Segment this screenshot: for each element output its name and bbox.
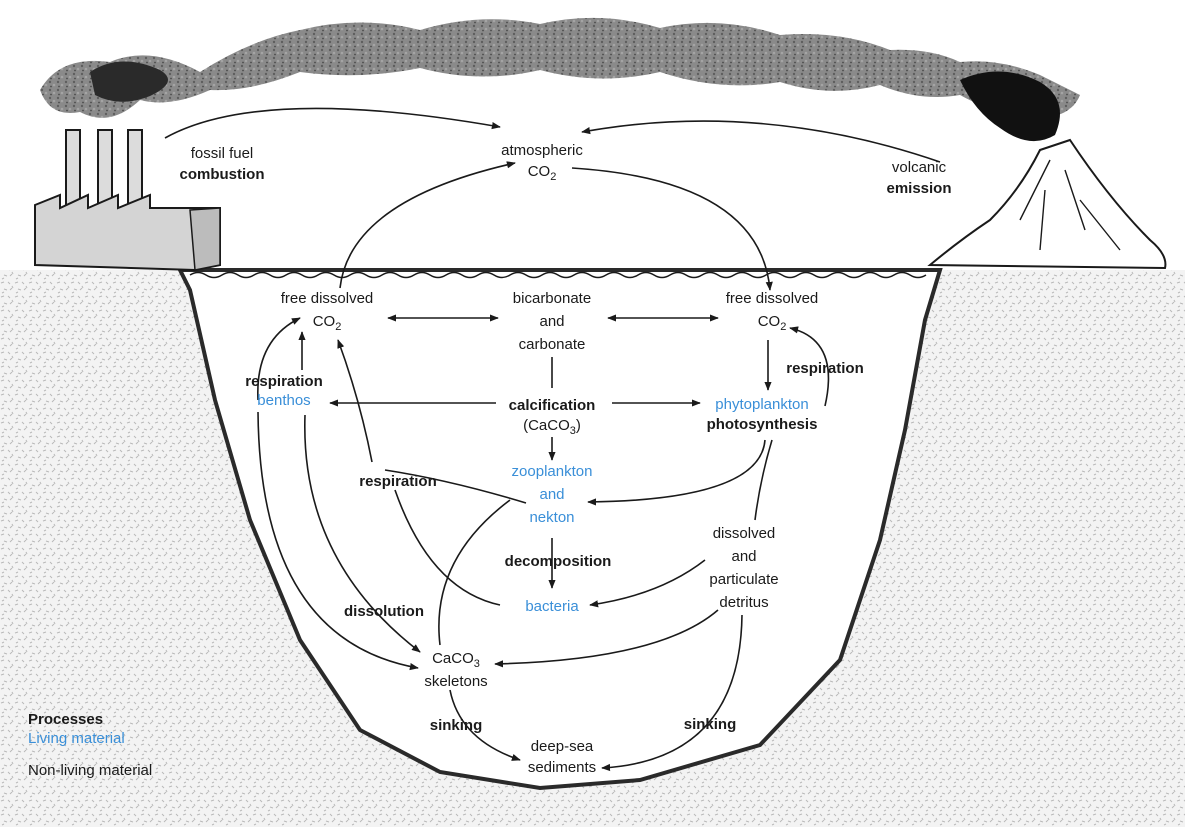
ocean-basin xyxy=(176,268,943,791)
label-detritus: detritus xyxy=(719,594,768,611)
label-fossil-fuel: fossil fuel xyxy=(191,145,254,162)
arrow-ocean-to-atmosphere xyxy=(339,161,516,289)
label-dissolved: dissolved xyxy=(713,525,776,542)
arrow-caco3-to-zoo xyxy=(438,499,511,646)
label-respiration-mid: respiration xyxy=(359,473,437,490)
legend-non-living-material: Non-living material xyxy=(28,762,152,779)
label-respiration-right: respiration xyxy=(786,360,864,377)
arrow-caco3-to-sediments xyxy=(449,689,521,761)
arrow-detritus-to-bacteria xyxy=(589,559,706,608)
label-sediments: sediments xyxy=(528,759,596,776)
arrow-zoo-respiration xyxy=(384,469,527,504)
arrow-atmosphere-to-ocean xyxy=(571,167,773,291)
label-emission: emission xyxy=(886,180,951,197)
arrow-bacteria-respiration xyxy=(394,489,501,606)
arrow-respiration-to-co2 xyxy=(337,339,373,463)
label-sinking-left: sinking xyxy=(430,717,483,734)
label-calc-formula: (CaCO3) xyxy=(523,417,581,437)
label-co2-left: CO2 xyxy=(313,313,342,333)
water-surface xyxy=(189,271,927,279)
label-detritus-and: and xyxy=(731,548,756,565)
arrow-phyto-to-detritus xyxy=(754,439,773,521)
factory-illustration xyxy=(34,129,221,272)
label-particulate: particulate xyxy=(709,571,778,588)
label-deep-sea: deep-sea xyxy=(531,738,594,755)
label-combustion: combustion xyxy=(180,166,265,183)
smoke-cloud xyxy=(40,17,1080,142)
label-zoo-and: and xyxy=(539,486,564,503)
legend-processes: Processes xyxy=(28,711,103,728)
label-photosynthesis: photosynthesis xyxy=(707,416,818,433)
label-volcanic: volcanic xyxy=(892,159,947,176)
label-nekton: nekton xyxy=(529,509,574,526)
label-sinking-right: sinking xyxy=(684,716,737,733)
arrow-benthos-to-caco3 xyxy=(304,414,421,653)
legend: Processes Living material Non-living mat… xyxy=(28,711,152,779)
diagram-labels: atmospheric CO2 fossil fuel combustion v… xyxy=(180,142,952,776)
label-benthos: benthos xyxy=(257,392,310,409)
label-free-dissolved-left: free dissolved xyxy=(281,290,374,307)
label-decomposition: decomposition xyxy=(505,553,612,570)
arrow-outer-to-co2 xyxy=(257,317,301,401)
label-carbonate: carbonate xyxy=(519,336,586,353)
label-atmospheric: atmospheric xyxy=(501,142,583,159)
volcano-illustration xyxy=(927,138,1167,270)
label-calcification: calcification xyxy=(509,397,596,414)
label-dissolution: dissolution xyxy=(344,603,424,620)
label-zooplankton: zooplankton xyxy=(512,463,593,480)
label-respiration-left: respiration xyxy=(245,373,323,390)
arrow-outer-to-caco3 xyxy=(257,411,419,671)
label-free-dissolved-right: free dissolved xyxy=(726,290,819,307)
label-phytoplankton: phytoplankton xyxy=(715,396,808,413)
label-bicarbonate-and: and xyxy=(539,313,564,330)
legend-living-material: Living material xyxy=(28,730,125,747)
label-caco3: CaCO3 xyxy=(432,650,480,670)
arrow-phyto-to-zoo xyxy=(587,439,766,506)
seafloor-ground xyxy=(0,270,1185,827)
arrow-detritus-to-caco3 xyxy=(494,609,719,668)
arrow-detritus-to-sediments xyxy=(601,614,743,772)
label-bacteria: bacteria xyxy=(525,598,579,615)
label-bicarbonate: bicarbonate xyxy=(513,290,591,307)
label-co2-right: CO2 xyxy=(758,313,787,333)
label-atmospheric-co2: CO2 xyxy=(528,163,557,183)
arrow-volcano-to-atmosphere xyxy=(581,120,941,163)
label-skeletons: skeletons xyxy=(424,673,487,690)
flow-arrows xyxy=(164,107,941,772)
arrow-respiration-right xyxy=(789,326,830,407)
arrow-factory-to-atmosphere xyxy=(164,107,501,139)
